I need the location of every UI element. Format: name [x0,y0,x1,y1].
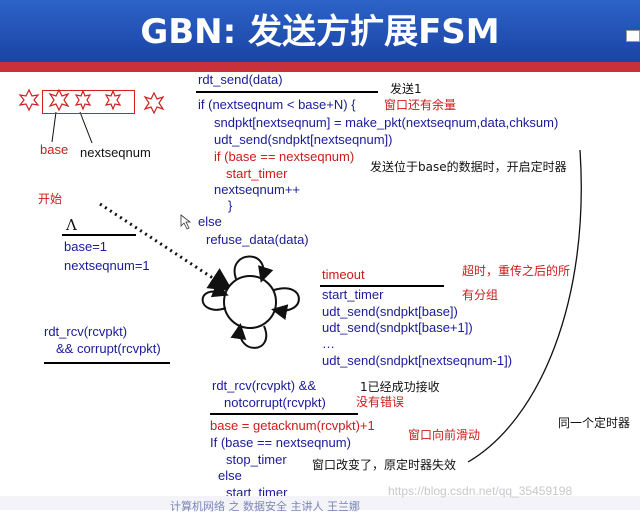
timeout-note2: 有分组 [462,288,499,302]
ack-line3: base = getacknum(rcvpkt)+1 [210,418,375,433]
rdt-send-close: } [228,198,233,213]
ack-line6: else [218,468,242,483]
note-received: 1已经成功接收 [360,380,440,394]
watermark: https://blog.csdn.net/qq_35459198 [388,484,573,498]
timeout-divider [320,285,444,287]
corrupt-line2: && corrupt(rcvpkt) [56,341,161,356]
ack-line4: If (base == nextseqnum) [210,435,351,450]
footer-course: 计算机网络 之 数据安全 主讲人 王兰娜 [170,500,360,513]
window-box [42,90,135,114]
rdt-send-start-timer: start_timer [226,166,288,181]
note-slide: 窗口向前滑动 [408,428,481,442]
timeout-note1: 超时，重传之后的所 [462,264,571,278]
cursor-icon [180,214,192,230]
rdt-send-make: sndpkt[nextseqnum] = make_pkt(nextseqnum… [214,115,559,130]
timeout-line3: udt_send(sndpkt[base+1]) [322,320,473,335]
start-arrow [99,202,234,292]
ack-divider [210,413,358,415]
lambda-symbol: Λ [66,216,77,234]
loop-left [201,282,229,311]
note-same-timer: 同一个定时器 [558,416,631,430]
note-start-timer: 发送位于base的数据时，开启定时器 [370,160,567,174]
note-window-space: 窗口还有余量 [384,98,457,112]
title-banner [0,0,640,62]
timeout-line5: udt_send(sndpkt[nextseqnum-1]) [322,353,513,368]
rdt-send-if: if (nextseqnum < base+N) { [198,97,356,112]
nextseqnum-label: nextseqnum [80,145,151,160]
ack-line2: notcorrupt(rcvpkt) [224,395,326,410]
loop-top [233,255,274,283]
title-underline [0,62,640,72]
base-label: base [40,142,69,157]
rdt-send-if-base: if (base == nextseqnum) [214,149,355,164]
same-timer-curve [467,149,582,463]
rdt-send-incr: nextseqnum++ [214,182,301,197]
init-nextseqnum: nextseqnum=1 [64,258,150,273]
rdt-send-refuse: refuse_data(data) [206,232,309,247]
note-timer-invalid: 窗口改变了，原定时器失效 [312,458,457,472]
note-no-error: 没有错误 [356,395,405,409]
rdt-send-event: rdt_send(data) [198,72,283,87]
note-send: 发送1 [390,82,422,96]
loop-right [271,287,300,321]
timeout-line4: … [322,336,335,351]
rdt-send-divider [196,91,378,93]
timeout-line1: start_timer [322,287,384,302]
page-title: GBN: 发送方扩展FSM [140,12,500,52]
rdt-send-udt: udt_send(sndpkt[nextseqnum]) [214,132,393,147]
wait-state [223,275,277,329]
timeout-line2: udt_send(sndpkt[base]) [322,304,458,319]
init-base: base=1 [64,239,108,254]
loop-bottom [230,323,268,349]
rdt-send-else: else [198,214,222,229]
corrupt-line1: rdt_rcv(rcvpkt) [44,324,128,339]
corrupt-divider [44,362,170,364]
footer-bar [0,496,640,510]
ack-line1: rdt_rcv(rcvpkt) && [212,378,317,393]
start-divider [62,234,136,236]
timeout-event: timeout [322,267,365,282]
ack-line5: stop_timer [226,452,287,467]
start-label: 开始 [38,192,63,206]
